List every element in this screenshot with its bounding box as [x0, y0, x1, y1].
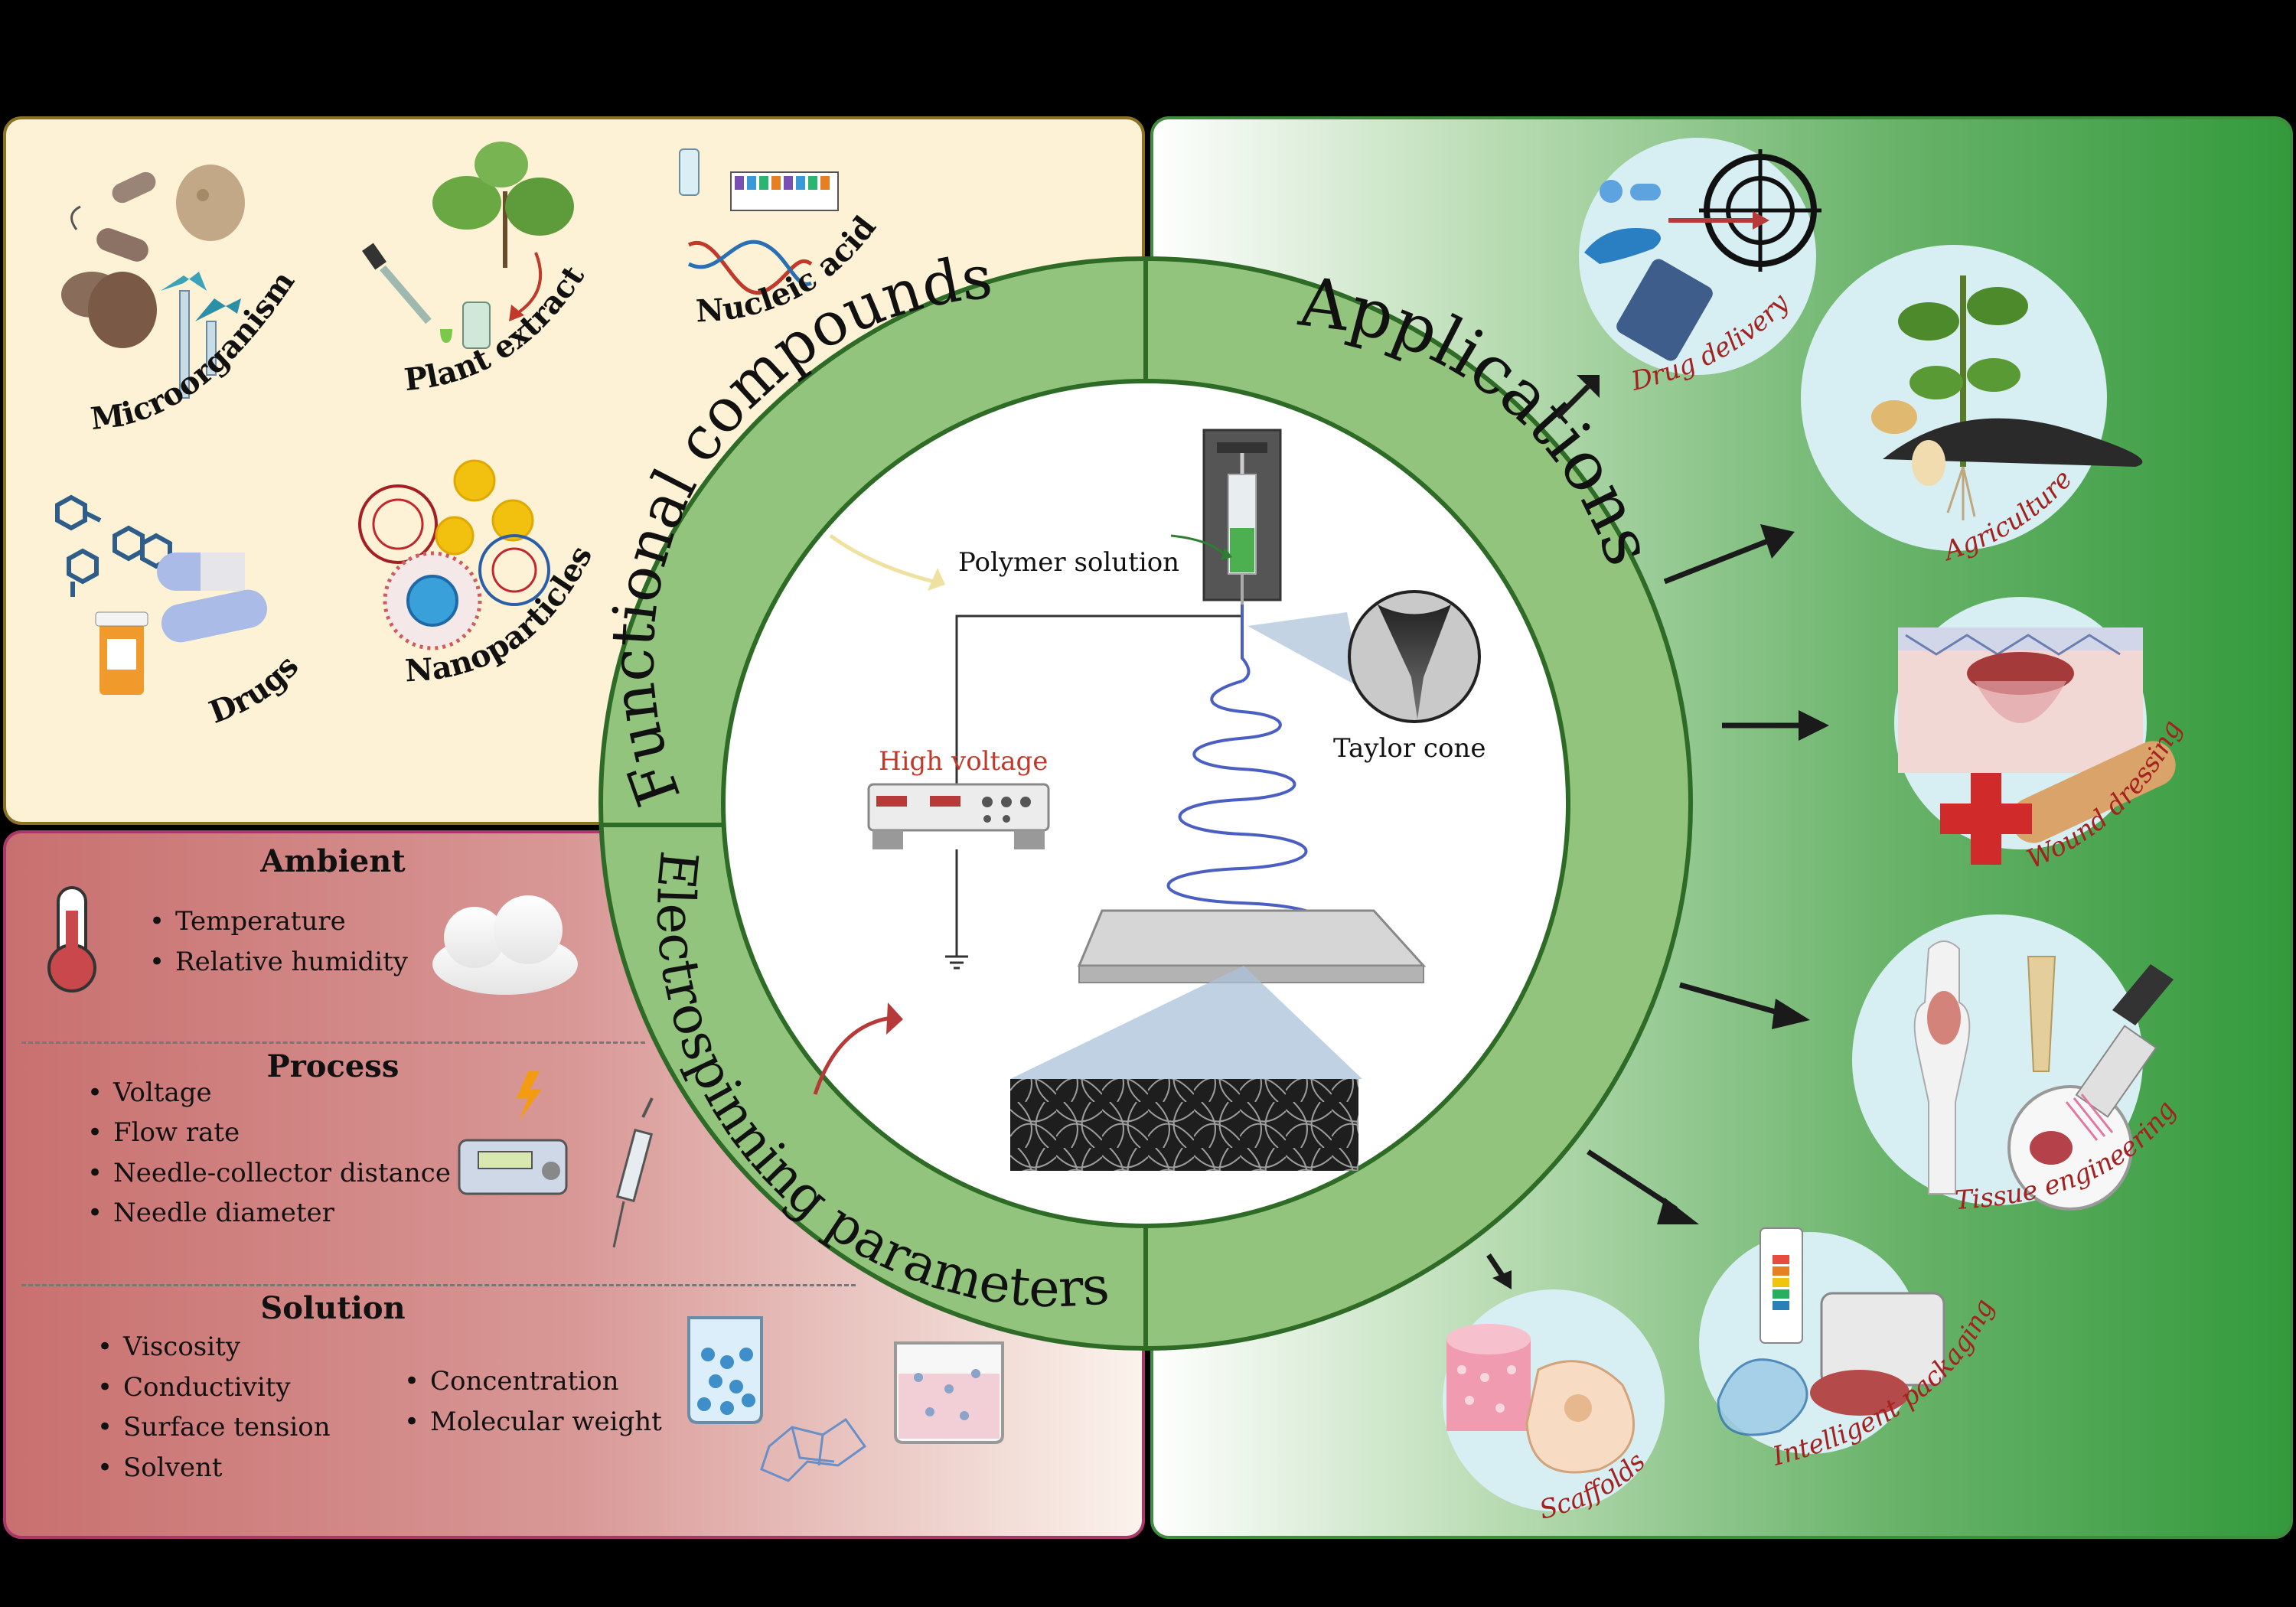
agriculture-icon — [1801, 245, 2143, 551]
wire — [955, 614, 1241, 784]
divider — [21, 1041, 645, 1044]
label-taylor-cone: Taylor cone — [1333, 733, 1486, 764]
process-heading: Process — [266, 1048, 400, 1084]
param-temperature: Temperature — [149, 906, 346, 937]
microorganisms-icon — [61, 165, 245, 399]
beaker-solution-icon — [894, 1341, 1004, 1444]
ambient-heading: Ambient — [260, 843, 406, 879]
zoom-collector — [1010, 966, 1362, 1079]
label-polymer-solution: Polymer solution — [958, 547, 1180, 578]
param-viscosity: Viscosity — [97, 1332, 240, 1362]
polymer-network-icon — [760, 1417, 867, 1482]
drug-delivery-icon — [1579, 138, 1821, 375]
param-solvent: Solvent — [97, 1452, 223, 1483]
taylor-cone-icon — [1348, 590, 1481, 723]
param-molecular-weight: Molecular weight — [404, 1407, 662, 1437]
scaffolds-icon — [1443, 1289, 1665, 1511]
intelligent-packaging-icon — [1699, 1227, 1945, 1454]
label-drugs: Drugs — [204, 648, 305, 731]
beaker-icon — [687, 1316, 763, 1424]
tissue-engineering-icon — [1852, 914, 2174, 1211]
pump-icon — [458, 1071, 568, 1195]
cloud-icon — [432, 895, 578, 995]
nanoparticles-icon — [358, 459, 550, 650]
solution-heading: Solution — [260, 1290, 406, 1326]
plant-extracts-icon — [362, 142, 574, 349]
wound-dressing-icon — [1894, 597, 2176, 865]
param-surface-tension: Surface tension — [97, 1412, 331, 1442]
high-voltage-supply-icon — [867, 783, 1050, 849]
param-needle-diameter: Needle diameter — [87, 1198, 334, 1228]
ground-icon — [945, 955, 968, 970]
application-arrows — [1486, 375, 1829, 1289]
collector-plate — [1077, 909, 1427, 967]
divider — [21, 1284, 856, 1286]
param-voltage: Voltage — [87, 1077, 212, 1108]
fiber-jet — [1241, 605, 1251, 683]
arrow-compounds-to-solution — [829, 533, 934, 584]
param-relative-humidity: Relative humidity — [149, 947, 408, 977]
param-needle-collector-distance: Needle-collector distance — [87, 1158, 451, 1188]
label-microorganisms: Microorganisms — [0, 0, 302, 437]
syringe-pump-icon — [1202, 429, 1282, 605]
param-conductivity: Conductivity — [97, 1372, 291, 1403]
arrow-parameters — [813, 1015, 892, 1095]
nucleic-acids-icon — [679, 148, 839, 295]
label-high-voltage: High voltage — [879, 746, 1049, 777]
param-concentration: Concentration — [404, 1366, 619, 1397]
syringe-icon — [612, 1097, 654, 1248]
thermometer-icon — [47, 886, 96, 993]
fiber-mat-sem-image — [1010, 1079, 1358, 1171]
param-flow-rate: Flow rate — [87, 1117, 240, 1148]
zoom-cone — [1247, 612, 1362, 689]
drugs-icon — [55, 494, 268, 695]
